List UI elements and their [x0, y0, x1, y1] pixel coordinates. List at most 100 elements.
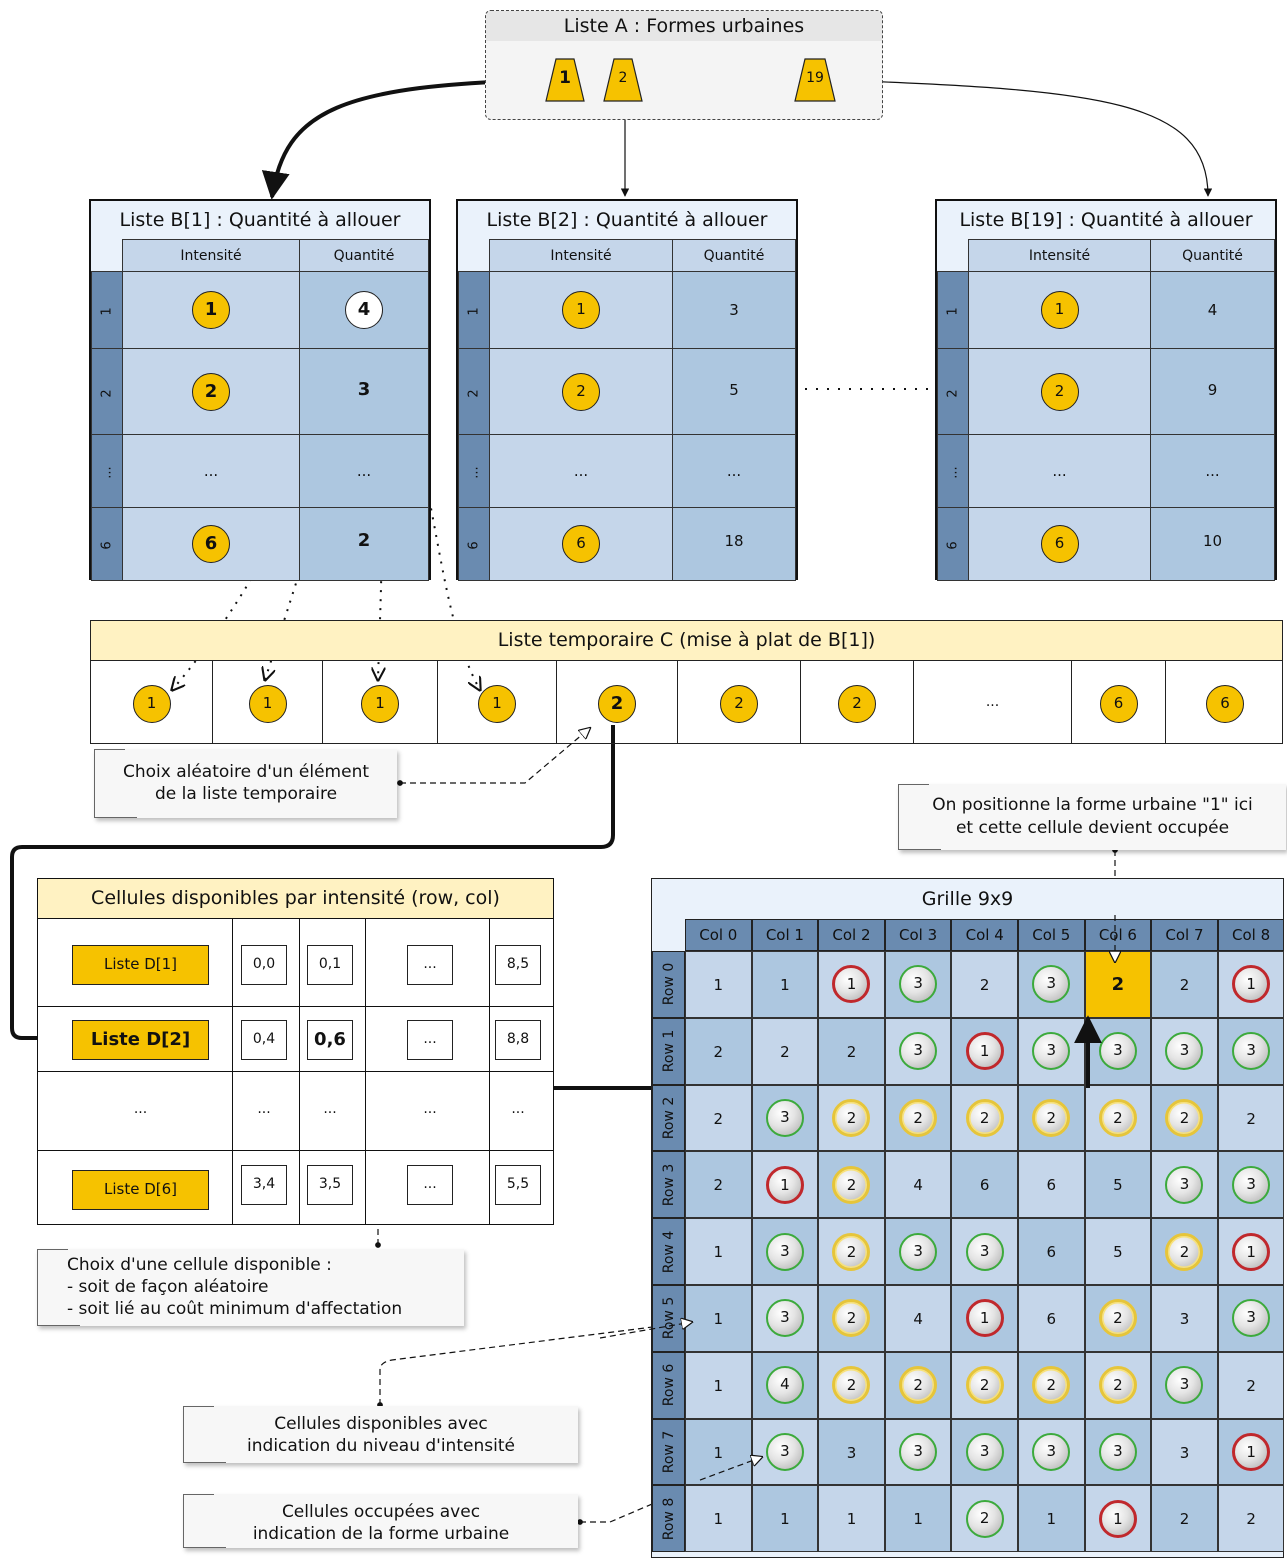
list-c-item: 1 — [438, 661, 557, 744]
arrow-a1-b1 — [261, 78, 549, 200]
grid-cell-available: 2 — [1018, 1084, 1085, 1152]
list-c-title: Liste temporaire C (mise à plat de B[1]) — [91, 621, 1282, 661]
grid-cell-available: 3 — [884, 1017, 952, 1085]
grid-col-header: Col 0 — [685, 919, 752, 951]
intensity-token: 3 — [1165, 1165, 1204, 1204]
quantity-value: 10 — [1150, 507, 1275, 581]
grid-cell-available: 3 — [884, 1218, 952, 1285]
intensity-token: 3 — [1032, 1032, 1071, 1071]
cell-coord: 0,1 — [307, 945, 353, 985]
note-random-choice: Choix aléatoire d'un élément de la liste… — [94, 749, 397, 818]
list-d-table: Cellules disponibles par intensité (row,… — [37, 878, 554, 1225]
row-header: 2 — [937, 348, 969, 435]
quantity-value-circled: 4 — [345, 291, 383, 329]
grid-cell-available: 2 — [951, 1351, 1018, 1419]
intensity-token: 2 — [1098, 1299, 1137, 1338]
intensity-token: 2 — [832, 1165, 871, 1204]
note-available-cells: Cellules disponibles avec indication du … — [183, 1406, 578, 1463]
item-coin: 1 — [361, 684, 399, 723]
grid-cell-occupied: 1 — [1217, 951, 1285, 1018]
grid-col-header: Col 5 — [1018, 919, 1085, 951]
intensity-ellipsis: ... — [122, 434, 300, 508]
col-intensity: Intensité — [968, 239, 1151, 272]
col-quantity: Quantité — [1150, 239, 1275, 272]
urban-form-token: 1 — [1098, 1499, 1137, 1538]
grid-row-header: Row 5 — [652, 1285, 685, 1352]
grid-cell: 2 — [1217, 1351, 1285, 1419]
grid-cell: 2 — [685, 1017, 752, 1085]
grid-cell-occupied: 1 — [751, 1151, 819, 1219]
grid-cell-available: 3 — [751, 1418, 819, 1486]
list-c-ellipsis: ... — [914, 661, 1072, 744]
quantity-value: 4 — [1150, 271, 1275, 349]
grid-cell-available: 3 — [1217, 1285, 1285, 1352]
grid-cell-available: 2 — [1084, 1285, 1152, 1352]
cell-coord: 3,4 — [241, 1165, 287, 1205]
grid-row-header: Row 6 — [652, 1351, 685, 1419]
item-coin: 1 — [248, 684, 287, 723]
intensity-token: 2 — [965, 1499, 1004, 1538]
list-b-1: Liste B[1] : Quantité à allouer Intensit… — [89, 199, 431, 581]
grid-cell-available: 3 — [1151, 1151, 1218, 1219]
cell-coord: 3,5 — [307, 1165, 353, 1205]
grid-cell-occupied: 1 — [951, 1017, 1018, 1085]
grid-cell: 6 — [951, 1151, 1018, 1219]
intensity-token: 3 — [1098, 1032, 1137, 1071]
grid-cell-available: 3 — [751, 1084, 819, 1152]
row-header: 6 — [91, 507, 123, 581]
grid-cell-available: 3 — [1084, 1017, 1152, 1085]
intensity-token: 3 — [765, 1098, 804, 1137]
list-d-ellipsis: ... — [133, 1101, 148, 1117]
intensity-token: 2 — [1165, 1232, 1204, 1271]
grid-cell-available: 3 — [1217, 1017, 1285, 1085]
grid-col-header: Col 2 — [818, 919, 885, 951]
urban-form-token: 1 — [1232, 1432, 1271, 1471]
item-coin: 2 — [838, 684, 876, 723]
row-header: ... — [458, 434, 490, 508]
grid-cell-available: 3 — [751, 1285, 819, 1352]
item-coin: 1 — [478, 684, 516, 723]
quantity-ellipsis: ... — [299, 434, 429, 508]
cell-coord-ellipsis: ... — [407, 1165, 453, 1205]
grid-cell-available: 3 — [1084, 1418, 1152, 1486]
list-c-item: 1 — [213, 661, 323, 744]
grid-cell: 1 — [685, 1218, 752, 1285]
grid-cell: 4 — [884, 1151, 952, 1219]
grid-cell: 1 — [685, 1285, 752, 1352]
grid-cell-available: 2 — [1018, 1351, 1085, 1419]
grid-cell-available: 3 — [1018, 951, 1085, 1018]
intensity-token: 3 — [1165, 1032, 1204, 1071]
grid-cell-occupied: 1 — [1217, 1418, 1285, 1486]
quantity-ellipsis: ... — [672, 434, 796, 508]
grid-row-header: Row 1 — [652, 1017, 685, 1085]
intensity-coin: 6 — [192, 525, 230, 563]
list-b-19: Liste B[19] : Quantité à allouer Intensi… — [935, 199, 1277, 581]
grid-cell: 2 — [1151, 1485, 1218, 1553]
grid-row-header: Row 7 — [652, 1418, 685, 1486]
grid-col-header: Col 3 — [884, 919, 952, 951]
intensity-token: 2 — [899, 1366, 938, 1405]
grid-row-header: Row 4 — [652, 1218, 685, 1285]
grid-cell: 2 — [751, 1017, 819, 1085]
quantity-value: 2 — [299, 507, 429, 581]
list-c-item: 1 — [323, 661, 438, 744]
grid-cell-available: 3 — [951, 1418, 1018, 1486]
intensity-token: 3 — [765, 1432, 804, 1471]
urban-form-token: 1 — [1232, 1232, 1271, 1271]
grid-cell-available: 3 — [1018, 1418, 1085, 1486]
item-coin: 6 — [1099, 684, 1138, 723]
urban-form-token: 1 — [832, 965, 871, 1004]
intensity-token: 2 — [832, 1232, 871, 1271]
list-c-item: 2 — [801, 661, 914, 744]
intensity-token: 2 — [832, 1366, 871, 1405]
quantity-value: 3 — [672, 271, 796, 349]
cell-coord: 8,5 — [495, 945, 541, 985]
grid-cell-available: 3 — [951, 1218, 1018, 1285]
row-header: 6 — [937, 507, 969, 581]
grid-cell: 5 — [1084, 1218, 1152, 1285]
row-header: 2 — [458, 348, 490, 435]
item-coin-selected: 2 — [598, 684, 636, 723]
grid-cell-available: 3 — [1018, 1017, 1085, 1085]
